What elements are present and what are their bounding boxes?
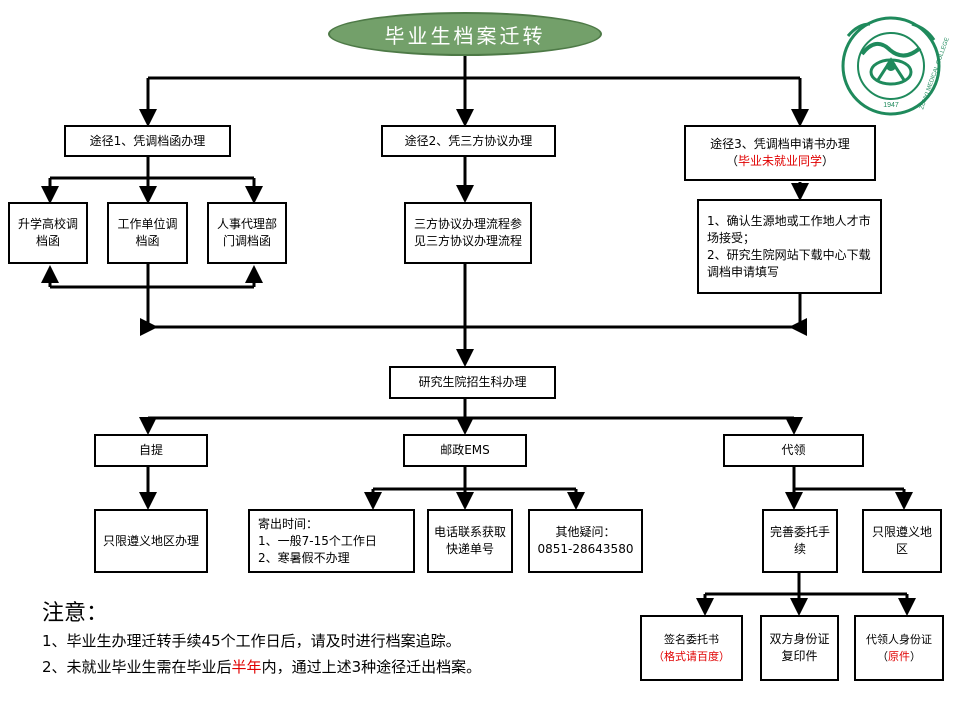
route3-label: 途径3、凭调档申请书办理 [710,137,850,151]
option-university-letter: 升学高校调档函 [8,202,88,264]
route3-detail-2: 2、研究生院网站下载中心下载调档申请填写 [707,247,871,279]
notes-section: 注意： 1、毕业生办理迁转手续45个工作日后，请及时进行档案追踪。 2、未就业毕… [42,600,642,680]
route3-detail-box: 1、确认生源地或工作地人才市场接受； 2、研究生院网站下载中心下载调档申请填写 [697,199,882,294]
req-id-copies-box: 双方身份证复印件 [760,615,839,681]
req-proxy-id-box: 代领人身份证 （原件） [854,615,944,681]
admissions-office-label: 研究生院招生科办理 [418,375,527,389]
title-text: 毕业生档案迁转 [384,23,546,48]
note-line-1: 1、毕业生办理迁转手续45个工作日后，请及时进行档案追踪。 [42,632,461,650]
route2-label: 途径2、凭三方协议办理 [404,133,533,148]
route1-box: 途径1、凭调档函办理 [64,125,231,157]
route2-detail: 三方协议办理流程参见三方协议办理流程 [413,217,522,248]
ems-box: 邮政EMS [403,434,527,467]
ems-contact-box: 其他疑问： 0851-28643580 [528,509,643,573]
route2-box: 途径2、凭三方协议办理 [381,125,556,157]
route1-label: 途径1、凭调档函办理 [89,133,206,148]
admissions-office-box: 研究生院招生科办理 [389,366,556,399]
self-detail-box: 只限遵义地区办理 [94,509,208,573]
proxy-authorization-box: 完善委托手续 [762,509,838,573]
option-employer-letter: 工作单位调档函 [107,202,188,264]
logo-year: 1947 [883,102,899,109]
notes-heading: 注意： [42,601,109,626]
proxy-box: 代领 [723,434,864,467]
proxy-region-box: 只限遵义地区 [862,509,942,573]
option-hr-agency-letter: 人事代理部门调档函 [207,202,287,264]
ems-phone-box: 电话联系获取快递单号 [427,509,513,573]
college-logo-icon: 1947 ZUNYI MEDICAL COLLEGE [841,16,950,116]
route3-note: （毕业未就业同学） [725,154,835,168]
title-ellipse: 毕业生档案迁转 [328,12,602,56]
req-signed-letter-box: 签名委托书 （格式请百度） [640,615,743,681]
note-line-2: 2、未就业毕业生需在毕业后半年内，通过上述3种途径迁出档案。 [42,658,482,676]
ems-time-box: 寄出时间： 1、一般7-15个工作日 2、寒暑假不办理 [248,509,415,573]
self-pickup-box: 自提 [94,434,208,467]
route3-box: 途径3、凭调档申请书办理 （毕业未就业同学） [684,125,876,181]
route2-detail-box: 三方协议办理流程参见三方协议办理流程 [404,202,532,264]
route3-detail-1: 1、确认生源地或工作地人才市场接受； [707,213,871,245]
